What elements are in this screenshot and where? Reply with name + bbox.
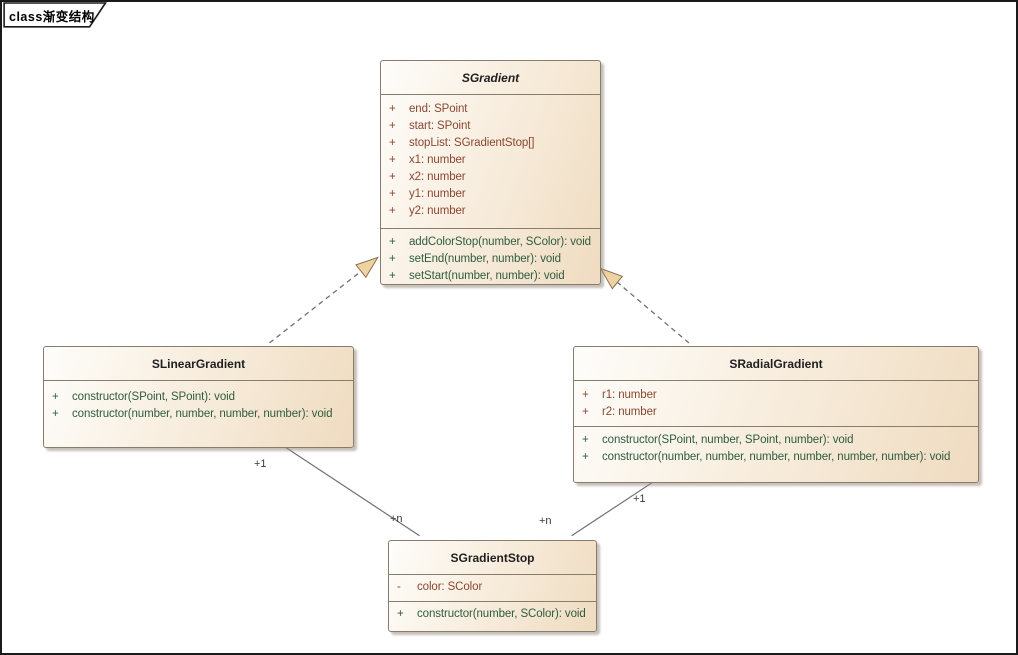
methods-compartment: + constructor(number, SColor): void bbox=[389, 601, 596, 630]
visibility-marker: + bbox=[582, 451, 589, 463]
attribute-text: start: SPoint bbox=[409, 120, 471, 132]
visibility-marker: + bbox=[52, 408, 59, 420]
attribute-text: x1: number bbox=[409, 154, 466, 166]
method-text: setEnd(number, number): void bbox=[409, 253, 561, 265]
generalization-arrowhead-left bbox=[355, 256, 379, 279]
visibility-marker: + bbox=[389, 103, 396, 115]
attribute-row: + x2: number bbox=[381, 169, 600, 186]
diagram-frame-label: class渐变结构 bbox=[9, 10, 95, 24]
class-box-sgradientstop[interactable]: SGradientStop - color: SColor + constructo… bbox=[388, 540, 597, 632]
generalization-arrowhead-right bbox=[599, 267, 624, 290]
attribute-row: + r1: number bbox=[574, 387, 978, 404]
diagram-frame-tab-shape bbox=[3, 2, 107, 28]
attributes-compartment: + end: SPoint + start: SPoint + stopList: S… bbox=[381, 95, 600, 228]
multiplicity-label: +1 bbox=[633, 493, 646, 505]
attribute-text: end: SPoint bbox=[409, 103, 468, 115]
visibility-marker: + bbox=[389, 270, 396, 282]
generalization-line-slinear-to-sgradient[interactable] bbox=[269, 270, 362, 344]
visibility-marker: + bbox=[582, 389, 589, 401]
attribute-text: stopList: SGradientStop[] bbox=[409, 137, 535, 149]
visibility-marker: + bbox=[389, 205, 396, 217]
method-row: + constructor(number, number, number, num… bbox=[574, 449, 978, 466]
method-row: + constructor(SPoint, number, SPoint, num… bbox=[574, 432, 978, 449]
multiplicity-label: +n bbox=[390, 513, 403, 525]
methods-compartment: + constructor(SPoint, SPoint): void + cons… bbox=[44, 381, 353, 447]
visibility-marker: - bbox=[397, 581, 401, 593]
attribute-text: x2: number bbox=[409, 171, 466, 183]
attribute-row: - color: SColor bbox=[389, 579, 596, 596]
multiplicity-label: +n bbox=[539, 515, 552, 527]
visibility-marker: + bbox=[389, 137, 396, 149]
visibility-marker: + bbox=[389, 253, 396, 265]
method-text: addColorStop(number, SColor): void bbox=[409, 236, 591, 248]
attribute-text: r2: number bbox=[602, 406, 657, 418]
attribute-row: + x1: number bbox=[381, 152, 600, 169]
class-name: SGradient bbox=[461, 70, 520, 85]
method-row: + setStart(number, number): void bbox=[381, 268, 600, 285]
attribute-text: color: SColor bbox=[417, 581, 483, 593]
visibility-marker: + bbox=[389, 171, 396, 183]
association-line-slinear-to-sgradientstop[interactable] bbox=[282, 444, 420, 537]
visibility-marker: + bbox=[582, 406, 589, 418]
visibility-marker: + bbox=[389, 120, 396, 132]
methods-compartment: + constructor(SPoint, number, SPoint, num… bbox=[574, 426, 978, 481]
visibility-marker: + bbox=[397, 608, 404, 620]
method-text: constructor(number, number, number, numb… bbox=[72, 408, 333, 420]
class-name: SRadialGradient bbox=[729, 356, 823, 371]
visibility-marker: + bbox=[52, 391, 59, 403]
method-row: + constructor(SPoint, SPoint): void bbox=[44, 389, 353, 406]
method-row: + constructor(number, SColor): void bbox=[389, 606, 596, 623]
class-title-sgradient: SGradient bbox=[381, 61, 600, 95]
class-name: SLinearGradient bbox=[151, 356, 246, 371]
attribute-text: y2: number bbox=[409, 205, 466, 217]
attribute-row: + r2: number bbox=[574, 404, 978, 421]
attribute-row: + start: SPoint bbox=[381, 118, 600, 135]
multiplicity-label: +1 bbox=[254, 458, 267, 470]
class-box-sgradient[interactable]: SGradient + end: SPoint + start: SPoint + s… bbox=[380, 60, 601, 285]
attribute-text: y1: number bbox=[409, 188, 466, 200]
visibility-marker: + bbox=[389, 188, 396, 200]
class-title-sradialgradient: SRadialGradient bbox=[574, 347, 978, 381]
attribute-row: + stopList: SGradientStop[] bbox=[381, 135, 600, 152]
attribute-text: r1: number bbox=[602, 389, 657, 401]
method-text: constructor(number, number, number, numb… bbox=[602, 451, 951, 463]
generalization-line-sradial-to-sgradient[interactable] bbox=[616, 281, 690, 344]
attribute-row: + y2: number bbox=[381, 203, 600, 220]
association-line-sradial-to-sgradientstop[interactable] bbox=[571, 479, 657, 537]
methods-compartment: + addColorStop(number, SColor): void + set… bbox=[381, 228, 600, 285]
method-text: setStart(number, number): void bbox=[409, 270, 565, 282]
method-row: + addColorStop(number, SColor): void bbox=[381, 234, 600, 251]
attribute-row: + y1: number bbox=[381, 186, 600, 203]
class-title-sgradientstop: SGradientStop bbox=[389, 541, 596, 575]
visibility-marker: + bbox=[389, 154, 396, 166]
method-row: + setEnd(number, number): void bbox=[381, 251, 600, 268]
visibility-marker: + bbox=[582, 434, 589, 446]
class-name: SGradientStop bbox=[450, 550, 535, 565]
class-title-slineargradient: SLinearGradient bbox=[44, 347, 353, 381]
method-text: constructor(SPoint, number, SPoint, numb… bbox=[602, 434, 854, 446]
attributes-compartment: + r1: number + r2: number bbox=[574, 381, 978, 426]
attribute-row: + end: SPoint bbox=[381, 101, 600, 118]
visibility-marker: + bbox=[389, 236, 396, 248]
method-row: + constructor(number, number, number, num… bbox=[44, 406, 353, 423]
class-box-slineargradient[interactable]: SLinearGradient + constructor(SPoint, SPo… bbox=[43, 346, 354, 448]
method-text: constructor(SPoint, SPoint): void bbox=[72, 391, 235, 403]
class-box-sradialgradient[interactable]: SRadialGradient +r1: number +r2: number … bbox=[573, 346, 979, 483]
attributes-compartment: - color: SColor bbox=[389, 575, 596, 601]
method-text: constructor(number, SColor): void bbox=[417, 608, 586, 620]
